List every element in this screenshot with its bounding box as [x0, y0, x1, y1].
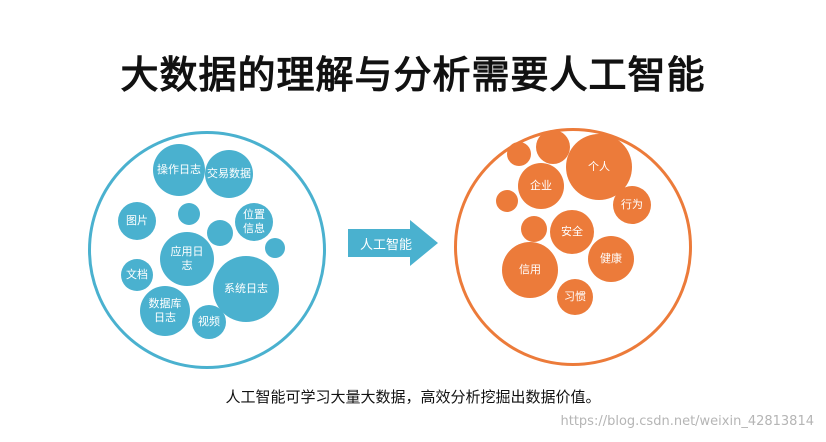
bubble-enterprise: 企业 — [518, 163, 564, 209]
bubble-application-log: 应用日志 — [160, 232, 214, 286]
bubble-system-log: 系统日志 — [213, 256, 279, 322]
bubble-small-1 — [178, 203, 200, 225]
bubble-behavior: 行为 — [613, 186, 651, 224]
bubble-small-c — [496, 190, 518, 212]
bubble-transaction-data: 交易数据 — [205, 150, 253, 198]
bubble-small-2 — [207, 220, 233, 246]
bubble-security: 安全 — [550, 210, 594, 254]
bubble-document: 文档 — [121, 259, 153, 291]
bubble-video: 视频 — [192, 305, 226, 339]
bubble-health: 健康 — [588, 236, 634, 282]
bubble-location-info: 位置信息 — [235, 203, 273, 241]
bubble-small-d — [521, 216, 547, 242]
ai-arrow: 人工智能 — [348, 220, 438, 266]
bubble-small-b — [536, 130, 570, 164]
bubble-small-a — [507, 142, 531, 166]
watermark: https://blog.csdn.net/weixin_42813814 — [560, 414, 814, 429]
ai-arrow-label: 人工智能 — [359, 238, 412, 253]
caption: 人工智能可学习大量大数据，高效分析挖掘出数据价值。 — [225, 388, 601, 406]
bubble-image: 图片 — [118, 202, 156, 240]
bubble-credit: 信用 — [502, 242, 558, 298]
bubble-operation-log: 操作日志 — [153, 144, 205, 196]
bubble-small-3 — [265, 238, 285, 258]
page-title: 大数据的理解与分析需要人工智能 — [120, 53, 706, 97]
bubble-database-log: 数据库日志 — [140, 286, 190, 336]
bubble-habit: 习惯 — [557, 279, 593, 315]
